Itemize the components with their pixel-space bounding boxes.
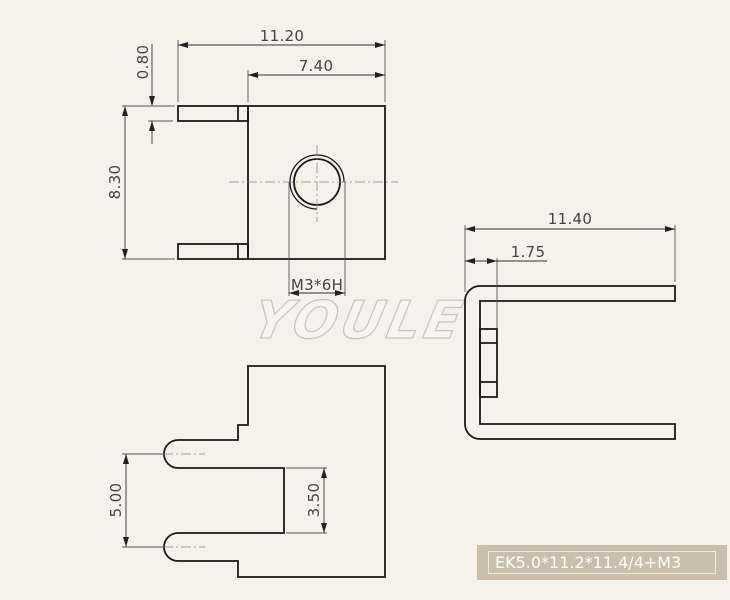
dim-height: 8.30	[106, 165, 124, 200]
upper-tab	[177, 105, 249, 122]
body-outline	[247, 105, 386, 260]
part-label-box: EK5.0*11.2*11.4/4+M3	[477, 545, 727, 580]
dim-slot-width: 3.50	[305, 483, 323, 518]
dim-overall-length: 11.40	[548, 210, 592, 228]
lower-tab	[177, 243, 249, 260]
part-number: EK5.0*11.2*11.4/4+M3	[488, 551, 716, 574]
dim-tab-thickness: 0.80	[134, 45, 152, 80]
flat-outline	[163, 365, 386, 578]
dim-offset: 1.75	[511, 243, 546, 261]
thread-arc	[289, 154, 345, 210]
dim-overall-width: 11.20	[260, 27, 304, 45]
dim-body-width: 7.40	[299, 57, 334, 75]
bent-profile	[464, 285, 676, 440]
bottom-view: 5.00 3.50	[107, 365, 386, 578]
dim-pin-pitch: 5.00	[107, 483, 125, 518]
top-view: 11.20 7.40 0.80 8.30 M3*6H	[106, 27, 398, 296]
side-view: 11.40 1.75	[464, 210, 676, 440]
watermark-logo: YOULE	[247, 291, 471, 351]
dim-thread: M3*6H	[291, 276, 343, 294]
